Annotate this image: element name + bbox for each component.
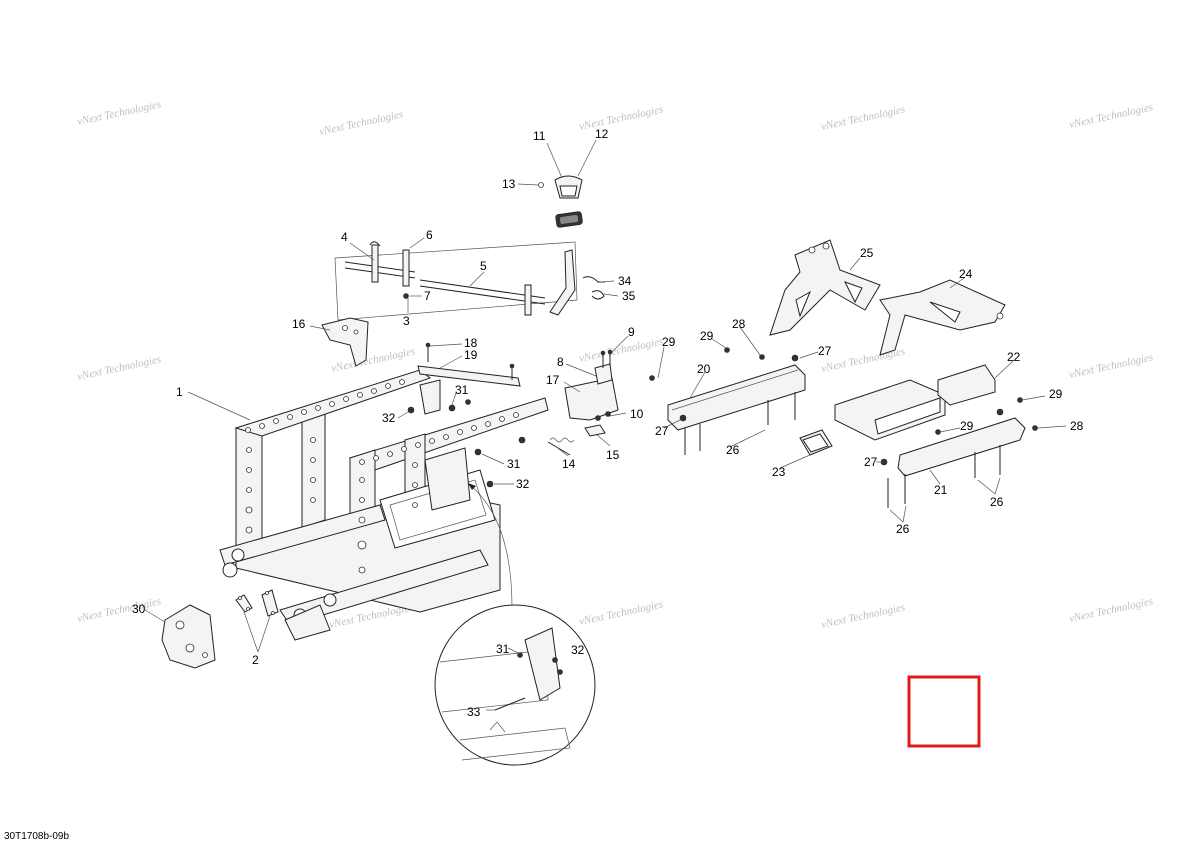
callout-23: 23 (772, 465, 786, 479)
part-rail-20 (649, 347, 806, 455)
watermark-text: vNext Technologies (76, 98, 162, 128)
callout-28-a: 28 (732, 317, 746, 331)
callout-14: 14 (562, 457, 576, 471)
part-rod-assembly (334, 241, 605, 321)
leader-lines (144, 139, 1067, 711)
callout-30: 30 (132, 602, 146, 616)
callout-2: 2 (252, 653, 259, 667)
callout-20: 20 (697, 362, 711, 376)
callout-28-b: 28 (1070, 419, 1084, 433)
watermark-text: vNext Technologies (578, 598, 664, 628)
watermark-text: vNext Technologies (76, 353, 162, 383)
part-handle (538, 175, 583, 228)
callout-11: 11 (533, 129, 546, 143)
watermark-text: vNext Technologies (1068, 101, 1154, 131)
watermark-text: vNext Technologies (330, 345, 416, 375)
callout-29-c: 29 (1049, 387, 1063, 401)
watermark-text: vNext Technologies (820, 601, 906, 631)
callout-13: 13 (502, 177, 516, 191)
part-bracket-16 (321, 317, 369, 367)
callout-29-d: 29 (960, 419, 974, 433)
callout-26-left: 26 (726, 443, 740, 457)
callout-34: 34 (618, 274, 632, 288)
callout-15: 15 (606, 448, 620, 462)
part-bolts-31-32 (407, 399, 526, 488)
callout-31-a: 31 (455, 383, 469, 397)
callout-29-a: 29 (662, 335, 676, 349)
callout-17: 17 (546, 373, 560, 387)
callout-10: 10 (630, 407, 644, 421)
detail-inset (434, 483, 596, 766)
part-bracket-30 (161, 604, 216, 669)
callout-31-b: 31 (507, 457, 521, 471)
callout-19: 19 (464, 348, 478, 362)
callout-5: 5 (480, 259, 487, 273)
callout-22: 22 (1007, 350, 1021, 364)
watermark-text: vNext Technologies (1068, 595, 1154, 625)
callout-16: 16 (292, 317, 306, 331)
callout-32-c: 32 (571, 643, 585, 657)
callout-31-c: 31 (496, 642, 510, 656)
callout-24: 24 (959, 267, 973, 281)
callout-12: 12 (595, 127, 609, 141)
part-rail-21 (799, 364, 1038, 508)
watermark-text: vNext Technologies (1068, 351, 1154, 381)
part-latch-assembly (547, 349, 619, 456)
callout-21: 21 (934, 483, 948, 497)
callout-6: 6 (426, 228, 433, 242)
callout-27-a: 27 (818, 344, 832, 358)
callout-29-b: 29 (700, 329, 714, 343)
part-links-2 (235, 589, 279, 617)
part-main-frame (219, 369, 549, 641)
callout-27-b: 27 (655, 424, 669, 438)
callout-9: 9 (628, 325, 635, 339)
callout-26-bottom: 26 (896, 522, 910, 536)
callout-32-b: 32 (516, 477, 530, 491)
watermark-text: vNext Technologies (76, 595, 162, 625)
highlight-box (907, 675, 981, 748)
callout-26-right: 26 (990, 495, 1004, 509)
part-bar-19 (417, 342, 521, 415)
watermark-text: vNext Technologies (578, 103, 664, 133)
part-hoops-24-25 (769, 239, 1006, 356)
callout-3: 3 (403, 314, 410, 328)
callout-7: 7 (424, 289, 431, 303)
callout-27-c: 27 (864, 455, 878, 469)
watermark-text: vNext Technologies (318, 108, 404, 138)
callout-18: 18 (464, 336, 478, 350)
callout-35: 35 (622, 289, 636, 303)
callout-25: 25 (860, 246, 874, 260)
callout-labels: 1 2 3 4 5 6 7 8 9 10 11 12 13 14 15 16 1… (132, 127, 1084, 719)
callout-32-a: 32 (382, 411, 396, 425)
callout-4: 4 (341, 230, 348, 244)
watermark-text: vNext Technologies (820, 103, 906, 133)
watermark-text: vNext Technologies (578, 335, 664, 365)
callout-1: 1 (176, 385, 183, 399)
figure-id: 30T1708b-09b (4, 831, 70, 842)
callout-8: 8 (557, 355, 564, 369)
frame-holes (245, 379, 519, 574)
callout-33: 33 (467, 705, 481, 719)
